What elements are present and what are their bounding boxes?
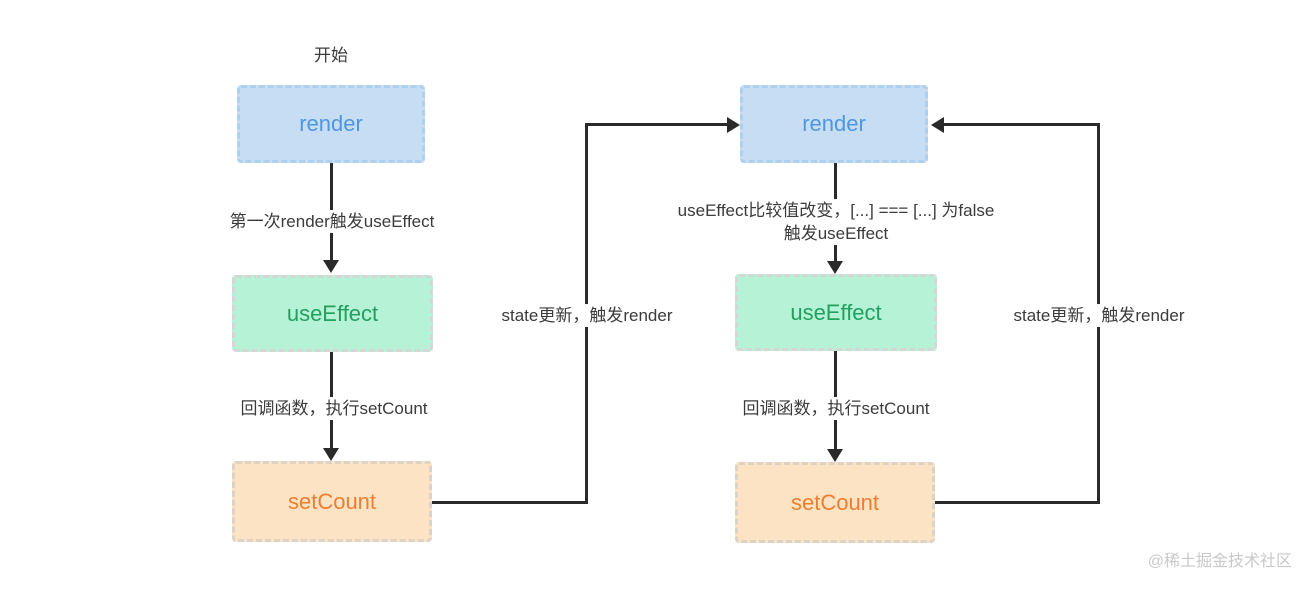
arrowhead-down-icon	[323, 260, 339, 273]
arrowhead-down-icon	[827, 449, 843, 462]
right-loop-label: state更新，触发render	[1010, 304, 1188, 327]
right-render-to-useeffect-label: useEffect比较值改变，[...] === [...] 为false 触发…	[674, 199, 998, 245]
arrowhead-down-icon	[827, 261, 843, 274]
left-useeffect-node: useEffect	[232, 275, 433, 352]
left-useeffect-to-setcount-label: 回调函数，执行setCount	[237, 397, 431, 420]
arrowhead-left-icon	[931, 117, 944, 133]
right-render-node: render	[740, 85, 928, 163]
left-render-to-useeffect-label: 第一次render触发useEffect	[226, 210, 438, 233]
right-render-node-label: render	[802, 111, 866, 136]
left-useeffect-node-label: useEffect	[286, 300, 379, 326]
right-setcount-node: setCount	[735, 462, 935, 543]
right-setcount-node-label: setCount	[790, 489, 880, 515]
left-setcount-node-label: setCount	[287, 488, 377, 514]
right-useeffect-to-setcount-label: 回调函数，执行setCount	[739, 397, 933, 420]
left-setcount-loop-top-line	[585, 123, 728, 126]
right-useeffect-node: useEffect	[735, 274, 937, 351]
left-render-node: render	[237, 85, 425, 163]
start-label: 开始	[311, 44, 351, 67]
watermark: @稀土掘金技术社区	[1147, 553, 1292, 570]
arrowhead-down-icon	[323, 448, 339, 461]
right-useeffect-node-label: useEffect	[790, 299, 882, 325]
left-render-node-label: render	[299, 111, 363, 136]
left-loop-label: state更新，触发render	[498, 304, 676, 327]
right-render-to-useeffect-label-line2: 触发useEffect	[783, 224, 889, 243]
right-render-to-useeffect-label-line1: useEffect比较值改变，[...] === [...] 为false	[677, 201, 995, 220]
left-setcount-loop-bottom-line	[432, 501, 588, 504]
right-setcount-loop-bottom-line	[935, 501, 1100, 504]
arrowhead-right-icon	[727, 117, 740, 133]
right-setcount-loop-top-line	[944, 123, 1100, 126]
left-setcount-node: setCount	[232, 461, 432, 542]
